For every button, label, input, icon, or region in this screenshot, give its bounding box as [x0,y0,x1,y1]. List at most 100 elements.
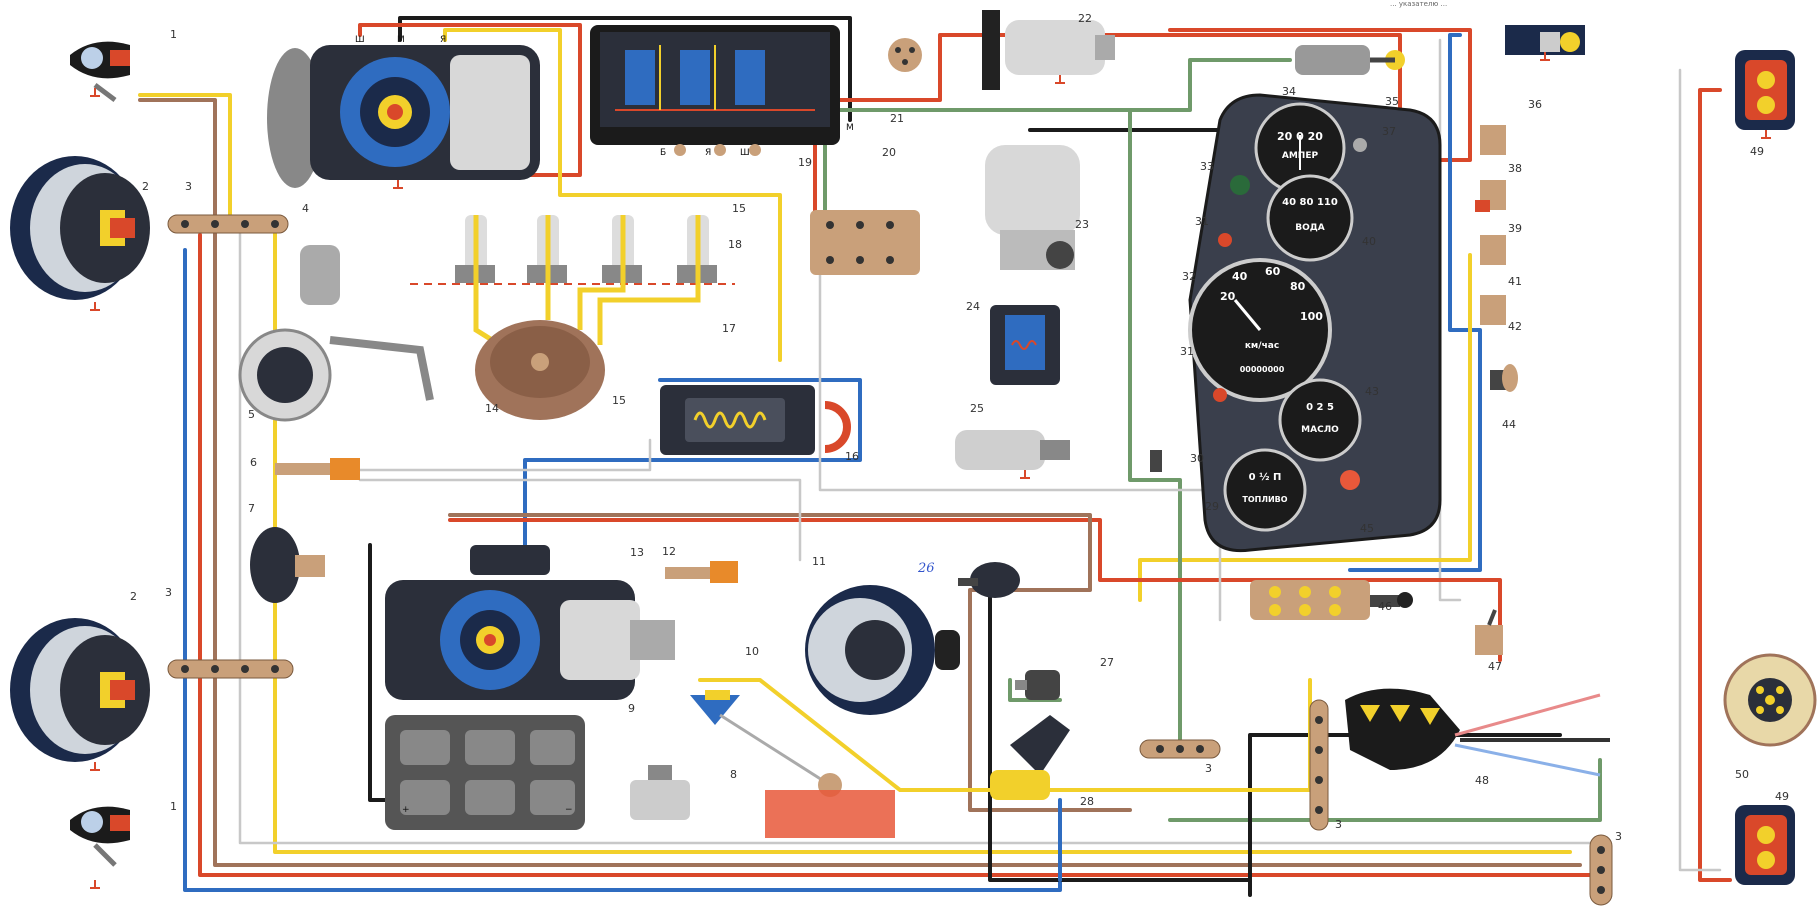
speedo-tick-100: 100 [1300,310,1323,323]
callout-20: 20 [882,146,896,159]
callout-16: 16 [845,450,859,463]
ignition-coil [660,385,851,455]
terminal-block-3-top [167,214,289,234]
ammeter-gauge: 20 0 20 АМПЕР [1254,102,1346,194]
horn-button [958,562,1020,598]
callout-38: 38 [1508,162,1522,175]
ignition-switch [1295,45,1405,75]
wire-black-center2 [988,588,1252,882]
callout-19: 19 [798,156,812,169]
callout-29: 29 [1205,500,1219,513]
callout-13: 13 [630,546,644,559]
callout-27: 27 [1100,656,1114,669]
wire-brown-bottom [213,228,1582,867]
callout-1-bottom: 1 [170,800,177,813]
speedo-unit: км/час [1245,341,1279,351]
callout-41: 41 [1508,275,1522,288]
callout-17: 17 [722,322,736,335]
callout-15: 15 [732,202,746,215]
callout-3-right: 3 [1335,818,1342,831]
wire-white-center [818,228,1222,622]
heater-motor [982,10,1115,90]
callout-14: 14 [485,402,499,415]
callout-24: 24 [966,300,980,313]
header-caption: ... указателю ... [1390,0,1447,8]
battery-terminal-plus: + [402,805,410,815]
wire-red-low [448,518,1502,662]
callout-2: 2 [142,180,149,193]
callout-23: 23 [1075,218,1089,231]
callout-numbers: 1 1 2 2 3 3 3 3 3 4 5 6 7 8 9 10 11 12 1… [130,12,1789,843]
distributor-cap [475,320,605,420]
trailer-socket [1723,653,1817,747]
callout-42: 42 [1508,320,1522,333]
oil-unit: МАСЛО [1301,425,1339,435]
fuel-sender [690,690,895,838]
speedometer: 20 40 60 80 100 км/час 00000000 [1188,258,1332,402]
water-temp-gauge: 40 80 110 ВОДА [1266,174,1354,262]
switch-27 [1015,670,1060,700]
callout-30: 30 [1190,452,1204,465]
wire-white-bottom [238,223,1602,845]
regulator-terminal-ya: Я [705,148,711,158]
callout-9: 9 [628,702,635,715]
callout-1: 1 [170,28,177,41]
callout-46: 46 [1378,600,1392,613]
callout-33: 33 [1200,160,1214,173]
callout-3-center: 3 [1205,762,1212,775]
callout-36: 36 [1528,98,1542,111]
wire-blue-center [523,378,862,552]
handwritten-number: 26 [917,561,935,576]
relay-24 [990,305,1060,385]
speedo-tick-20: 20 [1220,290,1236,303]
callout-44: 44 [1502,418,1516,431]
plug-wires [473,215,701,348]
generator-terminal-ya: Я [440,35,446,45]
wire-white-coil [358,478,802,562]
callout-10: 10 [745,645,759,658]
headlight-top [10,156,150,300]
generator: Ш М Я [267,35,540,188]
temperature-sensor-6 [275,458,360,480]
wire-blue-right [1348,33,1482,572]
speedo-tick-40: 40 [1232,270,1248,283]
toggle-switches [1475,125,1506,325]
oil-pressure-gauge: 0 2 5 МАСЛО [1278,378,1362,462]
water-temp-unit: ВОДА [1295,223,1325,233]
wire-black-top [398,16,852,122]
ground-symbols [90,52,1771,889]
rear-lamp-top [1735,50,1795,130]
callout-18: 18 [728,238,742,251]
regulator-terminal-sh: Ш [740,148,750,158]
callout-12: 12 [662,545,676,558]
callout-3-bottom: 3 [165,586,172,599]
callout-4: 4 [302,202,309,215]
warning-lamp-31a [1218,233,1232,247]
callout-2-bottom: 2 [130,590,137,603]
battery: + − [385,715,585,830]
callout-39: 39 [1508,222,1522,235]
callout-34: 34 [1282,85,1296,98]
callout-22: 22 [1078,12,1092,25]
callout-32: 32 [1182,270,1196,283]
water-temp-scale: 40 80 110 [1282,197,1338,208]
warning-lamp-33 [1230,175,1250,195]
wire-brown-center [448,513,1132,812]
generator-terminal-m: М [397,35,405,45]
relay-8 [630,765,690,820]
connector-30 [1150,450,1162,472]
warning-lamp-45 [1340,470,1360,490]
fuel-unit: ТОПЛИВО [1242,495,1287,504]
callout-11: 11 [812,555,826,568]
toggle-47 [1475,609,1503,655]
callout-48: 48 [1475,774,1489,787]
speedo-odometer: 00000000 [1240,365,1285,374]
callout-28: 28 [1080,795,1094,808]
callout-3-bottom-right: 3 [1615,830,1622,843]
callout-37: 37 [1382,125,1396,138]
callout-3: 3 [185,180,192,193]
sensor-12 [665,561,738,583]
terminal-block-3-bottom-right [1589,834,1613,906]
callout-21: 21 [890,112,904,125]
